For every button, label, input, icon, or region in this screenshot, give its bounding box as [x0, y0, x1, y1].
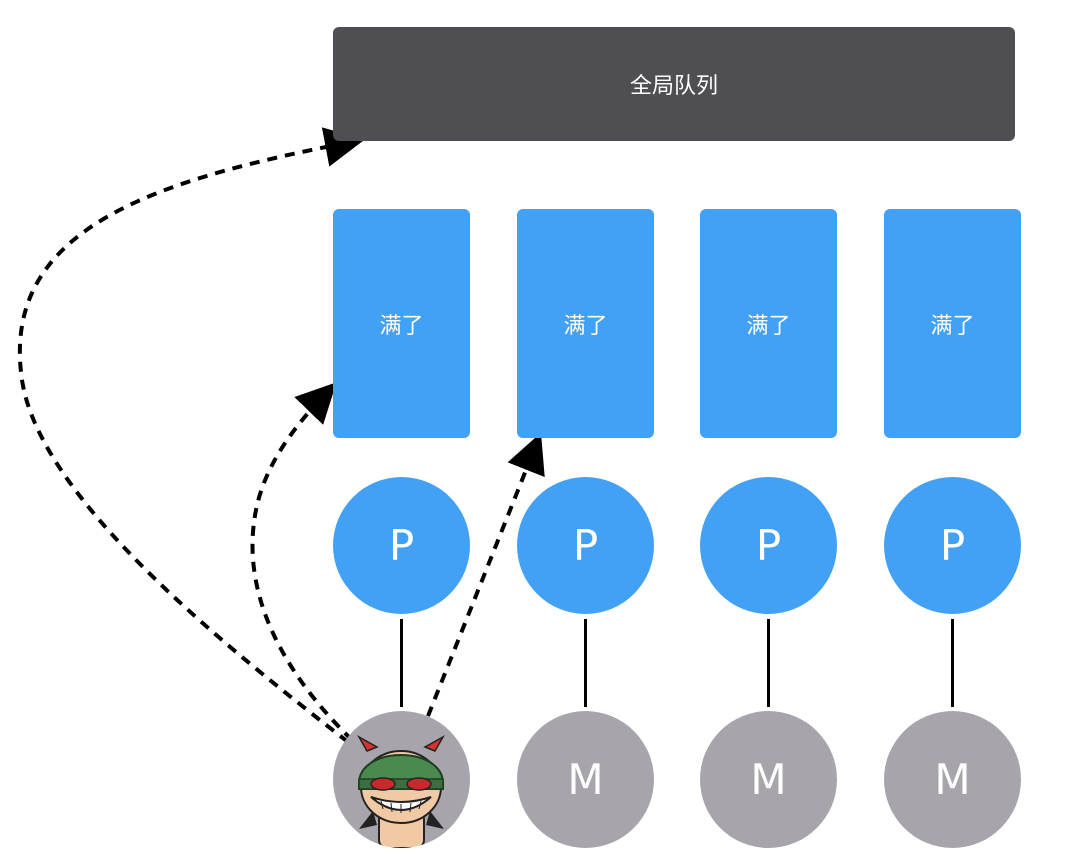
machine-label: M	[567, 755, 604, 804]
global-queue-label: 全局队列	[629, 74, 718, 99]
local-queue-label: 满了	[746, 313, 791, 339]
p-m-connector-3	[767, 619, 770, 707]
processor-label: P	[388, 521, 415, 570]
processor-label: P	[572, 521, 599, 570]
p-m-connector-2	[584, 619, 587, 707]
processor-label: P	[755, 521, 782, 570]
machine-label: M	[750, 755, 787, 804]
machine-label: M	[934, 755, 971, 804]
local-queue-3: 满了	[700, 209, 837, 438]
arrow-to-neighbor-queue	[426, 432, 545, 717]
local-queue-label: 满了	[379, 313, 424, 339]
local-queue-2: 满了	[517, 209, 654, 438]
p-m-connector-4	[951, 619, 954, 707]
machine-3: M	[700, 711, 837, 848]
local-queue-1: 满了	[333, 209, 470, 438]
local-queue-label: 满了	[563, 313, 608, 339]
processor-3: P	[700, 477, 837, 614]
machine-2: M	[517, 711, 654, 848]
devil-mascot-icon	[357, 735, 445, 848]
local-queue-4: 满了	[884, 209, 1021, 438]
arrow-to-global-queue	[18, 127, 365, 744]
local-queue-label: 满了	[930, 313, 975, 339]
processor-2: P	[517, 477, 654, 614]
p-m-connector-1	[400, 619, 403, 707]
global-queue: 全局队列	[333, 27, 1015, 141]
processor-1: P	[333, 477, 470, 614]
machine-4: M	[884, 711, 1021, 848]
arrow-to-own-queue	[250, 382, 354, 742]
processor-label: P	[939, 521, 966, 570]
machine-1	[333, 711, 470, 848]
processor-4: P	[884, 477, 1021, 614]
